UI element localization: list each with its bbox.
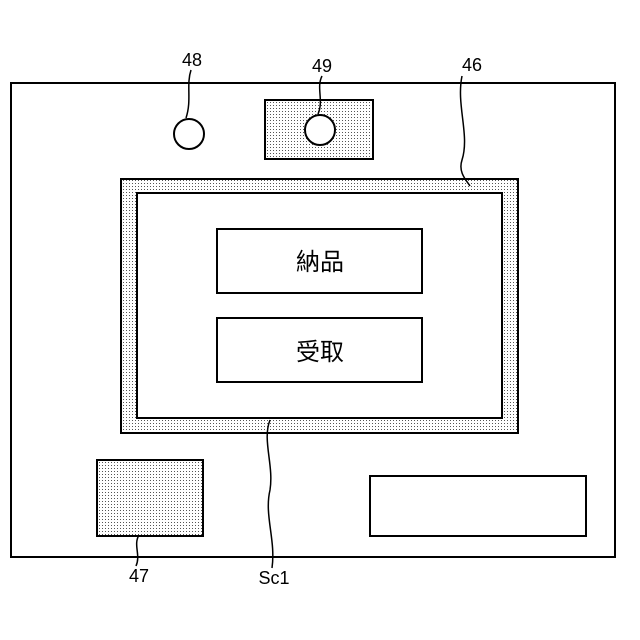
ref-label-48: 48 [182,50,202,70]
output-slot [370,476,586,536]
ref-label-sc1: Sc1 [258,568,289,588]
delivery-button-label: 納品 [296,248,344,276]
ref-label-47: 47 [129,566,149,586]
receive-button-label: 受取 [296,338,344,366]
card-reader [97,460,203,536]
ref-label-49: 49 [312,56,332,76]
camera-lens [174,119,204,149]
sensor-lens [305,115,335,145]
display-screen [137,193,502,418]
ref-label-46: 46 [462,55,482,75]
